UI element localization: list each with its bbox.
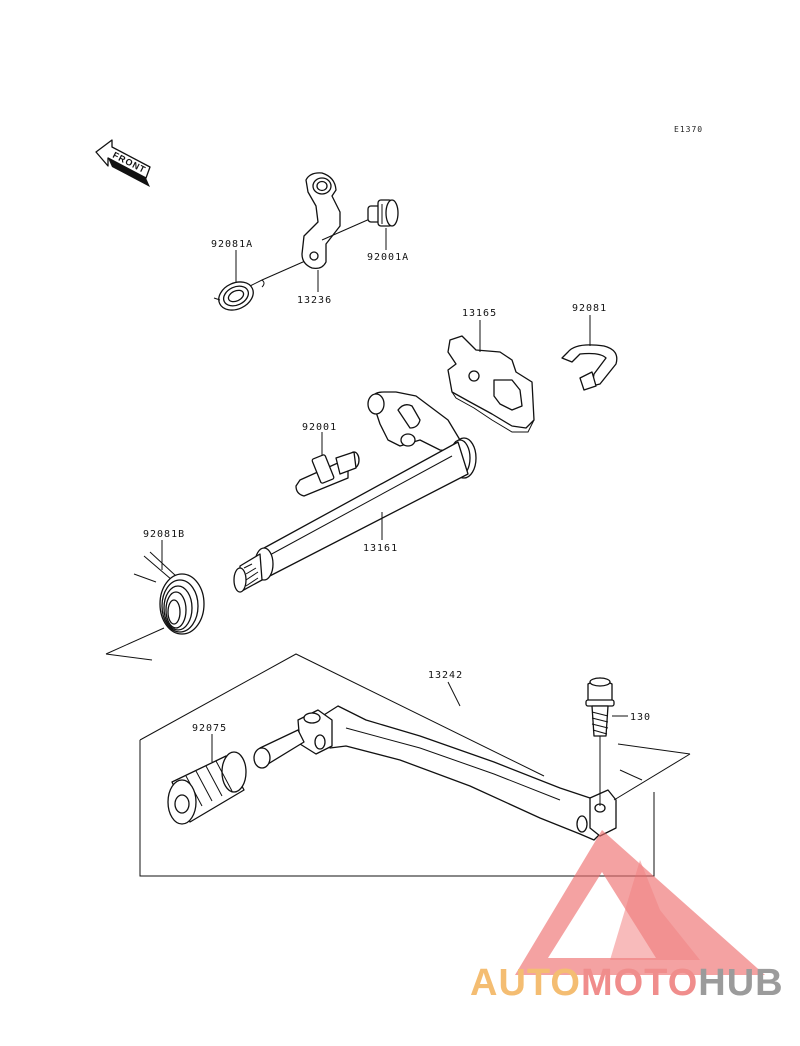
label-13165: 13165 <box>462 308 497 319</box>
bolt-92001 <box>295 451 360 497</box>
label-130: 130 <box>630 712 651 723</box>
automotohub-logo: AUTOMOTOHUB <box>470 830 784 1004</box>
svg-text:AUTOMOTOHUB: AUTOMOTOHUB <box>470 962 784 1004</box>
clip-92081 <box>561 344 618 391</box>
spring-92081a <box>213 279 265 311</box>
plate-13236 <box>301 172 341 270</box>
label-92001: 92001 <box>302 422 337 433</box>
front-arrow-icon: FRONT <box>95 139 151 187</box>
label-13161: 13161 <box>363 543 398 554</box>
label-92001a: 92001A <box>367 252 409 263</box>
diagram-code: E1370 <box>674 125 703 134</box>
label-92081: 92081 <box>572 303 607 314</box>
logo-text-auto: AUTO <box>470 962 581 1004</box>
bolt-92001a <box>321 199 399 241</box>
pedal-rubber-92075 <box>167 751 247 825</box>
bolt-130 <box>585 677 615 737</box>
label-13236: 13236 <box>297 295 332 306</box>
label-92081a: 92081A <box>211 239 253 250</box>
spring-92081b <box>133 551 205 635</box>
plate-13165 <box>447 335 535 433</box>
label-92081b: 92081B <box>143 529 185 540</box>
label-13242: 13242 <box>428 670 463 681</box>
logo-text-moto: MOTO <box>581 962 698 1004</box>
shift-shaft-13161 <box>233 391 477 593</box>
label-92075: 92075 <box>192 723 227 734</box>
logo-text-hub: HUB <box>698 962 783 1004</box>
